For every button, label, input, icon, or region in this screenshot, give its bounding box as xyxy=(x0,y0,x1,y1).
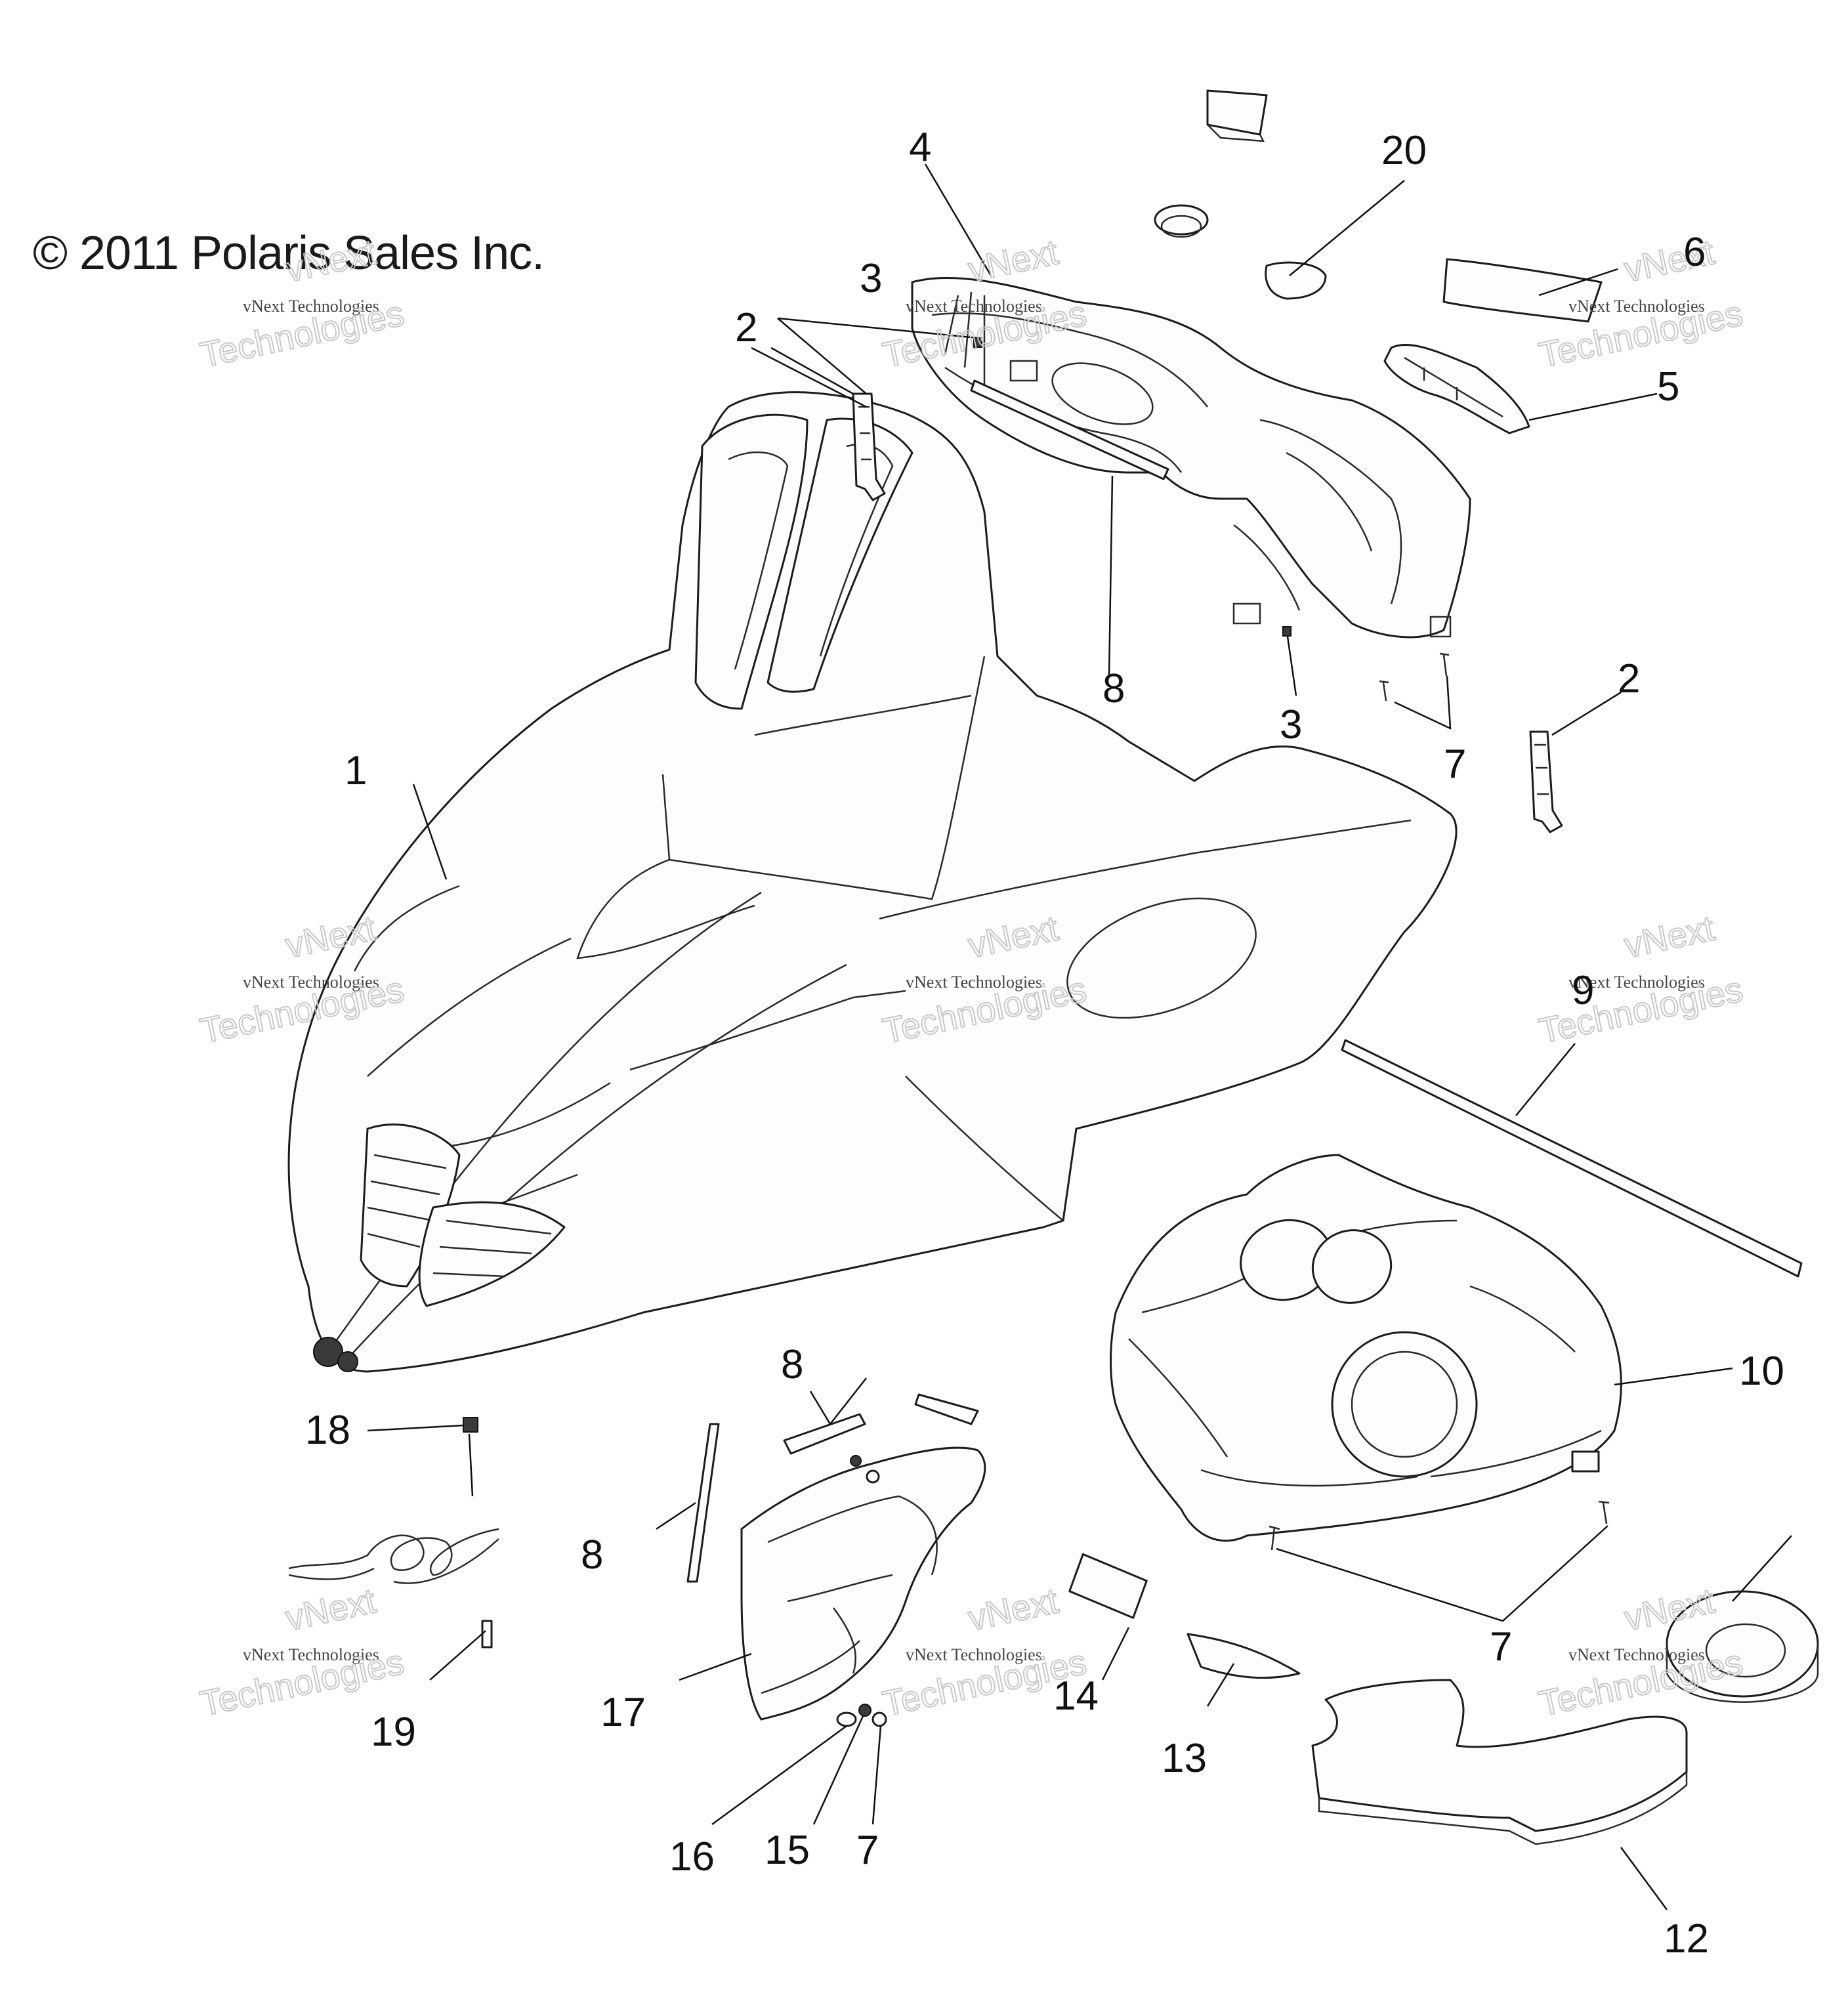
part-9-strip xyxy=(1341,1039,1803,1278)
watermark-1: vNext Technologies Technologies vNext xyxy=(196,232,408,375)
part-3-screws xyxy=(973,337,1292,637)
part-15-16-hardware xyxy=(836,1455,887,1727)
part-2-clip-right xyxy=(1529,730,1563,833)
part-14-pad xyxy=(1068,1553,1148,1619)
callout-5: 5 xyxy=(1657,364,1679,410)
callout-3a: 3 xyxy=(860,256,882,301)
svg-text:vNext Technologies: vNext Technologies xyxy=(1568,297,1705,316)
part-4-console xyxy=(911,276,1471,639)
svg-text:vNext Technologies: vNext Technologies xyxy=(906,1645,1042,1664)
part-8-strips-lower xyxy=(686,1393,979,1583)
callout-4: 4 xyxy=(909,125,931,170)
callout-12: 12 xyxy=(1664,1916,1709,1962)
watermark-6: vNext Technologies Technologies vNext xyxy=(1535,908,1747,1051)
part-8-strip-upper xyxy=(970,379,1169,480)
callout-7a: 7 xyxy=(1444,742,1466,787)
callout-1: 1 xyxy=(345,748,367,793)
foam-ring xyxy=(1666,1590,1819,1703)
callout-17: 17 xyxy=(600,1690,646,1735)
callout-8c: 8 xyxy=(581,1532,603,1578)
callout-9: 9 xyxy=(1572,968,1594,1013)
part-6-decal xyxy=(1442,258,1603,323)
svg-text:vNext Technologies: vNext Technologies xyxy=(243,1645,379,1664)
part-20-gauge-parts xyxy=(1154,89,1327,300)
svg-text:vNext: vNext xyxy=(1621,908,1718,965)
part-17-glove-box xyxy=(740,1446,986,1721)
part-7-screws-lower xyxy=(1269,1500,1610,1551)
svg-text:vNext Technologies: vNext Technologies xyxy=(1568,973,1705,992)
callout-15: 15 xyxy=(765,1828,810,1873)
svg-text:vNext Technologies: vNext Technologies xyxy=(906,297,1042,316)
svg-text:vNext: vNext xyxy=(965,232,1062,289)
callout-20: 20 xyxy=(1381,128,1427,173)
copyright-notice: © 2011 Polaris Sales Inc. xyxy=(33,227,545,280)
part-2-clip-left xyxy=(852,392,886,501)
svg-text:vNext: vNext xyxy=(282,232,379,289)
callout-2a: 2 xyxy=(735,305,757,350)
callout-3b: 3 xyxy=(1280,702,1302,747)
callout-18: 18 xyxy=(305,1408,350,1453)
callout-8b: 8 xyxy=(781,1342,803,1387)
leader-lines xyxy=(367,163,1792,1910)
part-5-bracket xyxy=(1383,344,1530,434)
part-13-decal xyxy=(1186,1633,1301,1679)
svg-text:vNext: vNext xyxy=(282,1581,379,1638)
svg-text:vNext Technologies: vNext Technologies xyxy=(243,297,379,316)
callout-8a: 8 xyxy=(1102,666,1125,711)
part-1-hood xyxy=(287,391,1458,1373)
callout-10: 10 xyxy=(1739,1349,1784,1394)
callout-16: 16 xyxy=(669,1834,715,1880)
part-10-belly-pan xyxy=(1110,1154,1622,1542)
callout-7c: 7 xyxy=(856,1828,879,1873)
svg-text:vNext Technologies: vNext Technologies xyxy=(243,973,379,992)
callout-labels: 1 2 2 3 3 4 5 6 7 7 7 8 8 8 9 10 12 13 1… xyxy=(305,125,1784,1962)
callout-6: 6 xyxy=(1683,230,1706,275)
svg-text:vNext Technologies: vNext Technologies xyxy=(906,973,1042,992)
part-12-foam-pad xyxy=(1311,1679,1688,1845)
watermark-7: vNext Technologies Technologies vNext xyxy=(196,1580,408,1724)
part-7-screws-upper xyxy=(1379,652,1450,702)
callout-2b: 2 xyxy=(1618,656,1640,702)
svg-text:vNext: vNext xyxy=(965,1581,1062,1638)
svg-text:vNext Technologies: vNext Technologies xyxy=(1568,1645,1705,1664)
callout-13: 13 xyxy=(1162,1736,1207,1781)
callout-7b: 7 xyxy=(1490,1624,1512,1670)
callout-14: 14 xyxy=(1053,1673,1099,1719)
callout-19: 19 xyxy=(371,1710,416,1755)
